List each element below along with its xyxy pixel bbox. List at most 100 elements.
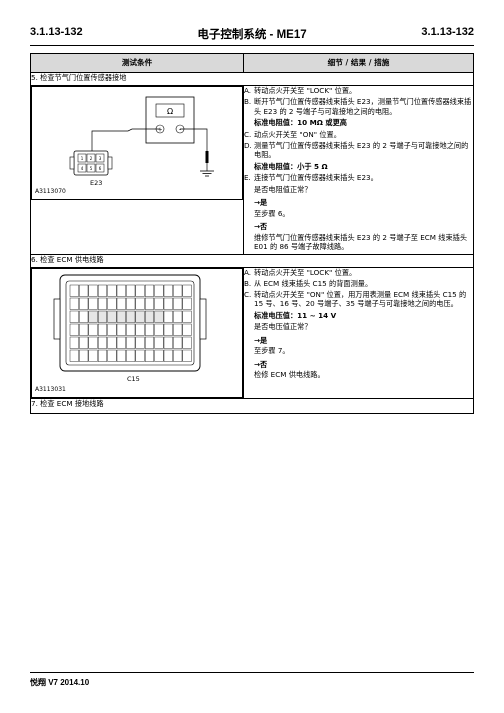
connector-pin-slot	[126, 297, 136, 310]
spec-value: 标准电阻值：10 MΩ 或更高	[254, 118, 347, 127]
ecm-connector-diagram	[53, 274, 207, 371]
connector-pin-slot	[135, 310, 145, 323]
connector-pin-slot	[107, 284, 117, 297]
connector-pin-slot	[88, 336, 98, 349]
connector-pin-slot	[69, 297, 79, 310]
connector-pin-slot	[116, 323, 126, 336]
connector-pin-slot	[107, 323, 117, 336]
connector-pin-slot	[173, 336, 183, 349]
connector-pin-slot	[97, 323, 107, 336]
no-label: →否	[254, 359, 268, 369]
connector-pin-slot	[135, 323, 145, 336]
connector-pin-slot	[88, 284, 98, 297]
probe-icon	[205, 151, 209, 163]
negative-lead	[180, 128, 208, 151]
connector-pin-slot	[79, 349, 89, 362]
pin-label: 2	[90, 156, 93, 161]
connector-pin-slot	[135, 349, 145, 362]
pin-label: 4	[81, 166, 84, 171]
step-item: A.转动点火开关至 "LOCK" 位置。	[244, 86, 357, 95]
connector-pin-slot	[144, 323, 154, 336]
figure-id: A3113031	[35, 385, 66, 393]
connector-pin-slot	[135, 284, 145, 297]
connector-pin-slot	[126, 336, 136, 349]
ohm-symbol: Ω	[167, 107, 173, 116]
connector-pin-slot	[154, 336, 164, 349]
step-item: D.测量节气门位置传感器线束插头 E23 的 2 号端子与可靠接地之间的电阻。	[244, 140, 469, 160]
minus-label: -	[179, 127, 181, 134]
step-5-details: A.转动点火开关至 "LOCK" 位置。 B.断开节气门位置传感器线束插头 E2…	[243, 85, 474, 255]
connector-pin-slot	[173, 323, 183, 336]
connector-pin-slot	[69, 310, 79, 323]
connector-pin-slot	[144, 297, 154, 310]
connector-pin-slot	[79, 323, 89, 336]
step-item: E.连接节气门位置传感器线束插头 E23。	[244, 173, 378, 182]
connector-pin-slot	[182, 310, 192, 323]
connector-pin-grid	[69, 284, 192, 362]
connector-pin-slot	[126, 310, 136, 323]
connector-pin-slot	[182, 336, 192, 349]
connector-latch-left	[53, 298, 61, 339]
connector-pin-slot	[163, 284, 173, 297]
yes-action: 至步骤 6。	[254, 208, 290, 218]
connector-pin-slot	[154, 310, 164, 323]
connector-pin-slot	[173, 284, 183, 297]
connector-pin-slot	[182, 297, 192, 310]
page-title: 电子控制系统 - ME17	[197, 29, 307, 41]
section-number-right: 3.1.13-132	[421, 26, 474, 38]
connector-pin-slot	[69, 284, 79, 297]
connector-pin-slot	[88, 323, 98, 336]
connector-pin-slot	[182, 349, 192, 362]
connector-pin-slot	[126, 323, 136, 336]
positive-lead	[91, 128, 160, 165]
header-rule	[30, 45, 474, 46]
connector-label: C15	[127, 374, 140, 383]
step-5-row: Ω + -	[30, 85, 474, 255]
connector-pin-slot	[107, 349, 117, 362]
step-6-row: C15 A3113031 A.转动点火开关至 "LOCK" 位置。 B.从 EC…	[30, 266, 474, 399]
connector-pin-slot	[163, 323, 173, 336]
connector-pin-slot	[154, 323, 164, 336]
pin-label: 5	[90, 166, 93, 171]
connector-pin-slot	[116, 297, 126, 310]
connector-pin-slot	[144, 310, 154, 323]
connector-pin-slot	[97, 284, 107, 297]
connector-pin-slot	[135, 297, 145, 310]
connector-pin-slot	[116, 310, 126, 323]
connector-pin-slot	[97, 310, 107, 323]
step-item: B.断开节气门位置传感器线束插头 E23，测量节气门位置传感器线束插头 E23 …	[244, 97, 472, 116]
step-5-figure-cell: Ω + -	[30, 85, 244, 255]
step-6-figure-cell: C15 A3113031	[30, 266, 244, 399]
connector-pin-slot	[144, 284, 154, 297]
multimeter-body	[145, 96, 195, 144]
pin-label: 6	[99, 166, 102, 171]
step-item: C.动点火开关至 "ON" 位置。	[244, 129, 341, 139]
question: 是否电压值正常？	[254, 322, 312, 331]
step-6-title-row: 6. 检查 ECM 供电线路	[30, 253, 474, 268]
step-5-title-row: 5. 检查节气门位置传感器接地	[30, 72, 474, 86]
connector-pin-slot	[144, 336, 154, 349]
step-5-title: 5. 检查节气门位置传感器接地	[30, 72, 474, 86]
no-action: 检修 ECM 供电线路。	[254, 370, 325, 379]
connector-pin-slot	[173, 297, 183, 310]
table-header-row: 测试条件 细节 / 结果 / 措施	[30, 53, 474, 73]
connector-pin-slot	[173, 349, 183, 362]
connector-pin-slot	[163, 349, 173, 362]
connector-pin-slot	[126, 284, 136, 297]
step-7-title-row: 7. 检查 ECM 接地线路	[30, 397, 474, 414]
connector-pin-slot	[154, 297, 164, 310]
connector-pin-slot	[88, 297, 98, 310]
spec-value: 标准电阻值：小于 5 Ω	[254, 161, 328, 171]
col-header-details: 细节 / 结果 / 措施	[243, 53, 474, 73]
step-item: B.从 ECM 线束插头 C15 的背面测量。	[244, 278, 373, 288]
connector-pin-slot	[163, 297, 173, 310]
no-action: 维修节气门位置传感器线束插头 E23 的 2 号端子至 ECM 线束插头 E01…	[254, 232, 468, 252]
no-label: →否	[254, 222, 268, 231]
connector-pin-slot	[97, 336, 107, 349]
connector-pin-slot	[154, 284, 164, 297]
connector-pin-slot	[97, 349, 107, 362]
connector-pin-slot	[163, 310, 173, 323]
figure-ecm-power: C15 A3113031	[31, 267, 243, 398]
multimeter-display	[155, 103, 185, 118]
connector-pin-slot	[135, 336, 145, 349]
